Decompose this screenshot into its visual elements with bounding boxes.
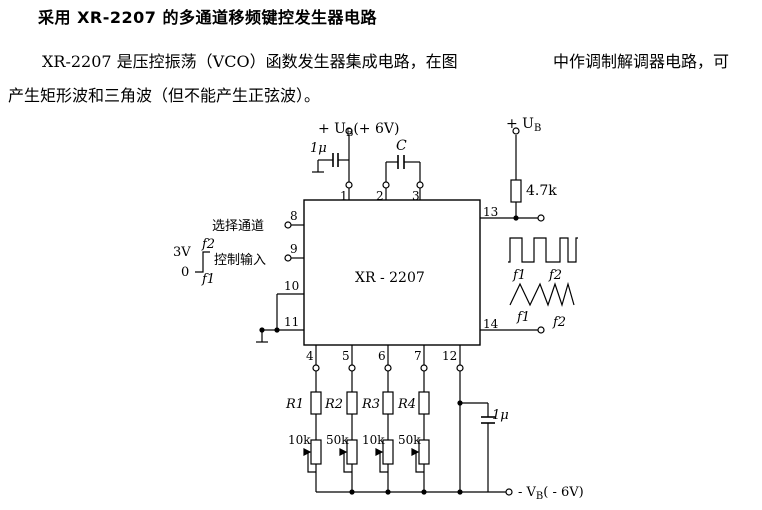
level-3v-label: 3V	[173, 245, 191, 260]
supply-pos-label: + UB(+ 6V)	[318, 121, 399, 139]
square-waveform	[508, 237, 578, 263]
pin-7: 7	[414, 349, 422, 363]
r3-label: R3	[361, 397, 380, 412]
pin-4: 4	[306, 349, 314, 363]
pin-1: 1	[340, 189, 348, 203]
tri-f1-label: f1	[516, 310, 530, 325]
cap-1u-right-label: 1μ	[492, 408, 509, 423]
control-f2-label: f2	[201, 237, 215, 252]
pin-6: 6	[378, 349, 386, 363]
control-input-label: 控制输入	[214, 252, 266, 268]
pot-3-label: 10k	[362, 433, 385, 447]
pot-1-label: 10k	[288, 433, 311, 447]
pot-2-label: 50k	[326, 433, 349, 447]
pot-4-label: 50k	[398, 433, 421, 447]
r2-label: R2	[324, 397, 343, 412]
pin-13: 13	[483, 205, 498, 219]
control-f1-label: f1	[201, 272, 215, 287]
ic-name: XR - 2207	[355, 270, 425, 286]
r1-label: R1	[285, 397, 304, 412]
res-4k7-label: 4.7k	[526, 183, 557, 199]
ic-body	[303, 199, 481, 346]
cap-c-label: C	[396, 138, 407, 154]
pin-5: 5	[342, 349, 350, 363]
square-f2-label: f2	[548, 268, 562, 283]
paragraph-line-1-right: 中作调制解调器电路，可	[553, 52, 730, 71]
pin-3: 3	[412, 189, 420, 203]
page-title: 采用 XR-2207 的多通道移频键控发生器电路	[38, 8, 377, 27]
cap-1u-top-label: 1μ	[310, 141, 327, 156]
pin-14: 14	[483, 317, 499, 331]
r4-label: R4	[397, 397, 416, 412]
pin-2: 2	[376, 189, 384, 203]
paragraph-line-2: 产生矩形波和三角波（但不能产生正弦波）。	[8, 86, 321, 105]
square-f1-label: f1	[512, 268, 526, 283]
pin-11: 11	[284, 315, 299, 329]
channel-select-label: 选择通道	[212, 219, 264, 234]
supply-pos-right-label: + UB	[506, 116, 541, 134]
supply-neg-label: - VB( - 6V)	[518, 485, 584, 502]
pin-12: 12	[442, 349, 457, 363]
level-0-label: 0	[181, 265, 189, 280]
pin-8: 8	[290, 209, 298, 223]
pin-9: 9	[290, 242, 298, 256]
triangle-waveform	[509, 281, 575, 308]
tri-f2-label: f2	[552, 315, 566, 330]
paragraph-line-1: XR-2207 是压控振荡（VCO）函数发生器集成电路，在图	[42, 52, 458, 71]
pin-10: 10	[284, 279, 299, 293]
